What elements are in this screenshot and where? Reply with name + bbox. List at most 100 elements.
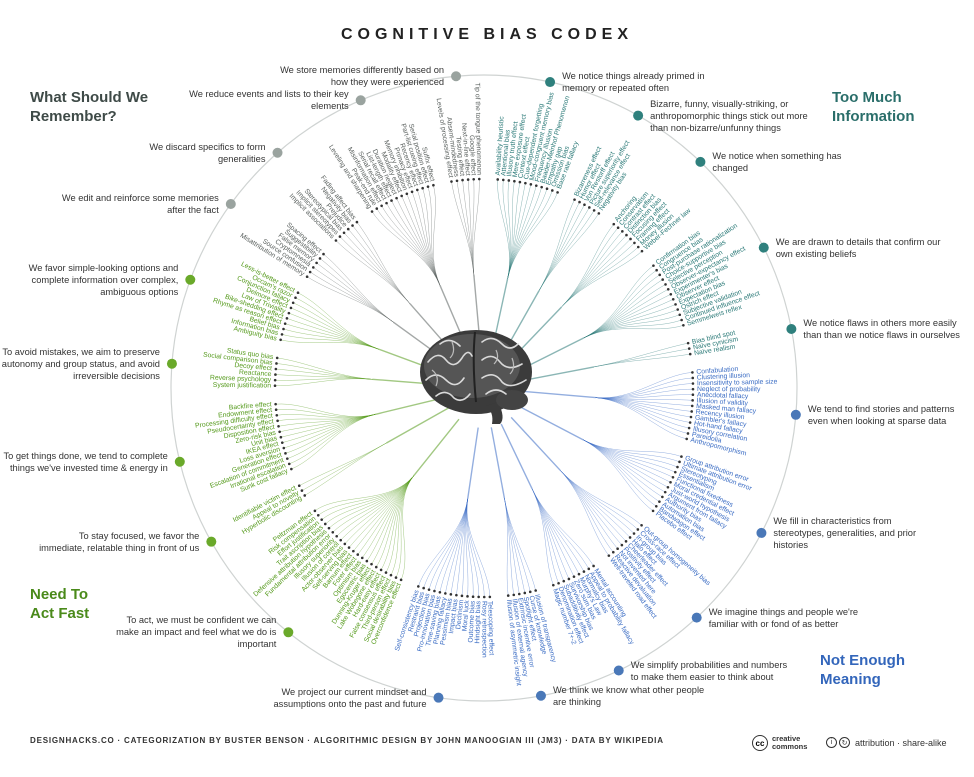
- category-node: [695, 156, 706, 167]
- bias-dot: [691, 371, 694, 374]
- bias-dot: [421, 186, 424, 190]
- bias-dot: [685, 437, 689, 441]
- category-label: To act, we must be confident we can make…: [116, 615, 277, 650]
- bias-dot: [343, 542, 347, 546]
- bias-label[interactable]: Attentional bias: [500, 129, 511, 177]
- bias-label[interactable]: Reverse psychology: [210, 374, 272, 383]
- bias-label[interactable]: Rosy retrospection: [480, 601, 487, 658]
- category-label: We project our current mindset and assum…: [273, 686, 427, 709]
- bias-dot: [303, 494, 307, 497]
- bias-dot: [274, 408, 278, 412]
- bias-label[interactable]: Telescoping effect: [486, 601, 495, 656]
- bias-label[interactable]: Insensitivity to sample size: [697, 379, 778, 388]
- bias-dot: [523, 591, 527, 595]
- bias-label[interactable]: Confabulation: [696, 366, 739, 376]
- bias-dot: [342, 231, 346, 235]
- bias-label[interactable]: Declinism: [455, 599, 465, 629]
- bias-label[interactable]: Impact bias: [448, 598, 460, 634]
- bias-dot: [351, 224, 354, 227]
- quadrant-title-not-enough-meaning: Not Enough Meaning: [820, 652, 905, 688]
- branch-lines: [275, 179, 693, 598]
- bias-dot: [673, 470, 677, 474]
- bias-label[interactable]: Reactance: [239, 369, 272, 378]
- bias-dot: [331, 530, 335, 534]
- bias-dot: [416, 188, 419, 192]
- category-node: [185, 274, 196, 285]
- branch-line: [297, 292, 379, 350]
- license: i ↻ attribution · share-alike: [826, 737, 947, 748]
- branch-line: [561, 231, 623, 308]
- bias-dot: [620, 543, 624, 547]
- bias-dot: [512, 593, 516, 597]
- bias-dot: [691, 387, 695, 391]
- branch-line: [595, 383, 693, 399]
- bias-dot: [658, 500, 661, 503]
- bias-dot: [671, 475, 675, 479]
- category-label: We discard specifics to form generalitie…: [149, 141, 266, 164]
- bias-dot: [477, 177, 481, 181]
- bias-label[interactable]: Neglect of probability: [697, 386, 761, 393]
- branch-line: [583, 325, 684, 338]
- bias-dot: [316, 513, 320, 517]
- bias-dot: [374, 565, 378, 569]
- category-node: [535, 690, 546, 701]
- branch-line: [278, 414, 376, 427]
- bias-dot: [356, 553, 360, 556]
- bias-label[interactable]: Clustering illusion: [697, 372, 751, 382]
- bias-label[interactable]: Anecdotal fallacy: [697, 392, 749, 401]
- bias-dot: [444, 592, 447, 595]
- branch-line: [275, 403, 376, 417]
- bias-dot: [280, 333, 284, 336]
- branch-line: [531, 488, 554, 586]
- bias-dot: [686, 341, 690, 345]
- page-title: COGNITIVE BIAS CODEX: [340, 26, 634, 43]
- brain-icon: [420, 330, 532, 424]
- bias-label[interactable]: Outcome bias: [467, 600, 476, 643]
- category-node: [633, 110, 644, 121]
- bias-dot: [477, 595, 480, 599]
- bias-label[interactable]: Decoy effect: [234, 362, 272, 372]
- bias-dot: [507, 179, 511, 182]
- bias-label[interactable]: System justification: [213, 382, 271, 390]
- bias-dot: [284, 452, 287, 455]
- category-label: We tend to find stories and patterns eve…: [807, 403, 955, 426]
- bias-label[interactable]: Illusion of validity: [696, 397, 748, 407]
- bias-dot: [279, 435, 283, 439]
- bias-dot: [346, 227, 350, 231]
- bias-dot: [691, 376, 695, 380]
- bias-dot: [534, 184, 538, 187]
- branch-line: [593, 342, 689, 368]
- branch-line: [538, 201, 580, 291]
- branch-line: [595, 397, 693, 407]
- bias-dot: [551, 189, 554, 192]
- branch-line: [353, 475, 415, 552]
- branch-line: [531, 488, 585, 572]
- bias-label[interactable]: Availability heuristic: [495, 116, 506, 176]
- branch-line: [504, 498, 531, 592]
- bias-dot: [282, 327, 285, 331]
- bias-label[interactable]: Testing effect: [454, 136, 465, 177]
- branch-trunk: [490, 427, 506, 499]
- bias-dot: [632, 532, 636, 535]
- bias-label[interactable]: Moral luck: [462, 599, 471, 631]
- bias-label[interactable]: Tip of the tongue phenomenon: [473, 83, 482, 176]
- branch-line: [583, 439, 663, 498]
- bias-dot: [334, 239, 338, 242]
- bias-dot: [666, 288, 670, 291]
- bias-dot: [688, 421, 692, 424]
- bias-label[interactable]: Backfire effect: [229, 401, 272, 411]
- bias-label[interactable]: Google effect: [468, 135, 477, 176]
- bias-dot: [274, 402, 277, 406]
- bias-label[interactable]: Hindsight bias: [474, 600, 482, 643]
- bias-dot: [370, 210, 374, 213]
- bias-dot: [582, 570, 586, 573]
- bias-dot: [380, 204, 383, 208]
- bias-dot: [449, 593, 453, 596]
- bias-dot: [279, 338, 282, 342]
- bias-dot: [287, 462, 291, 466]
- bias-dot: [427, 588, 431, 591]
- branch-line: [559, 469, 627, 542]
- bias-dot: [389, 573, 393, 577]
- bias-label[interactable]: Next-in-line effect: [460, 123, 471, 176]
- bias-dot: [466, 178, 470, 181]
